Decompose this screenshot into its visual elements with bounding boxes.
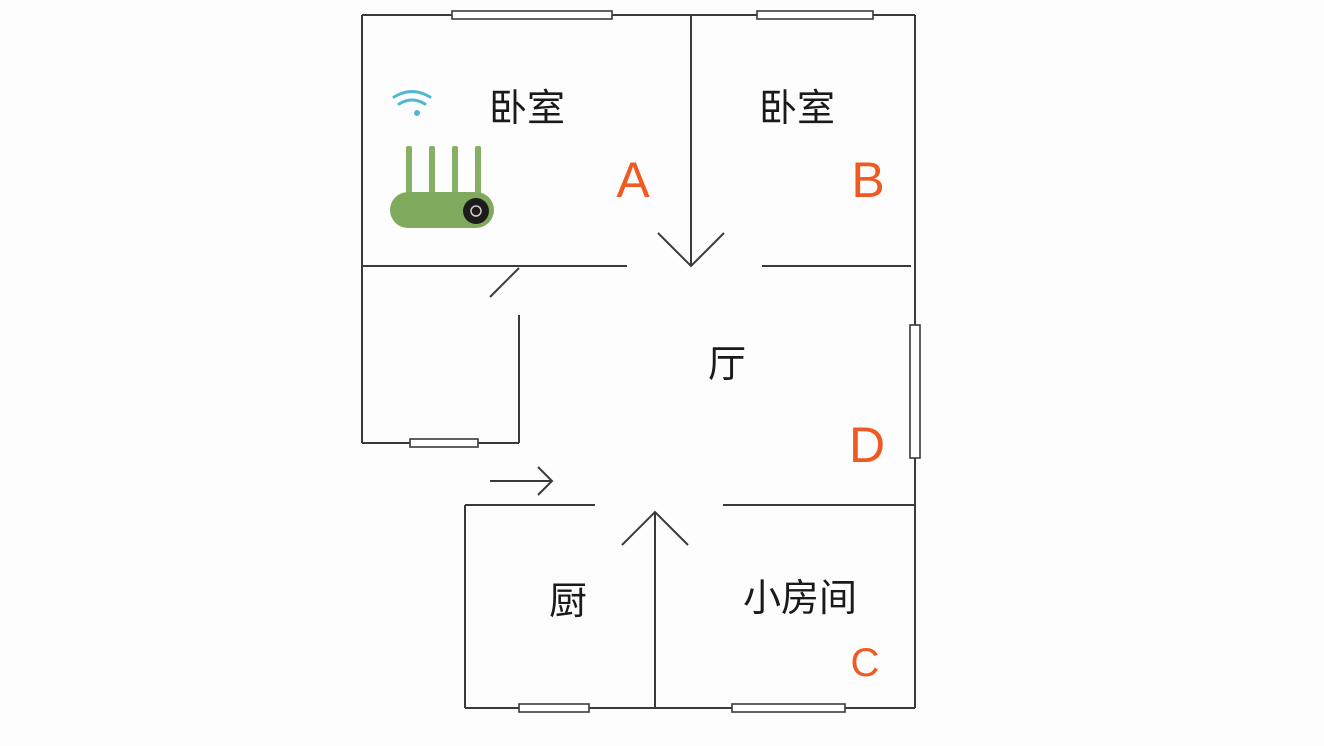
- room-tag-b: B: [851, 152, 884, 208]
- arrow-up-icon: [621, 510, 689, 546]
- wifi-icon: [392, 90, 432, 116]
- windows: [409, 10, 921, 713]
- room-label-bedroom-b: 卧室: [759, 86, 835, 130]
- room-label-kitchen: 厨: [549, 579, 587, 623]
- room-label-small-room: 小房间: [743, 576, 857, 620]
- door-arrows: [490, 232, 725, 546]
- router-icon: [390, 146, 494, 228]
- arrow-down-icon: [657, 232, 725, 268]
- room-tag-c: C: [851, 641, 880, 685]
- room-tag-a: A: [616, 152, 650, 208]
- room-label-bedroom-a: 卧室: [489, 86, 565, 130]
- room-tag-d: D: [849, 417, 885, 473]
- room-label-living: 厅: [708, 342, 746, 386]
